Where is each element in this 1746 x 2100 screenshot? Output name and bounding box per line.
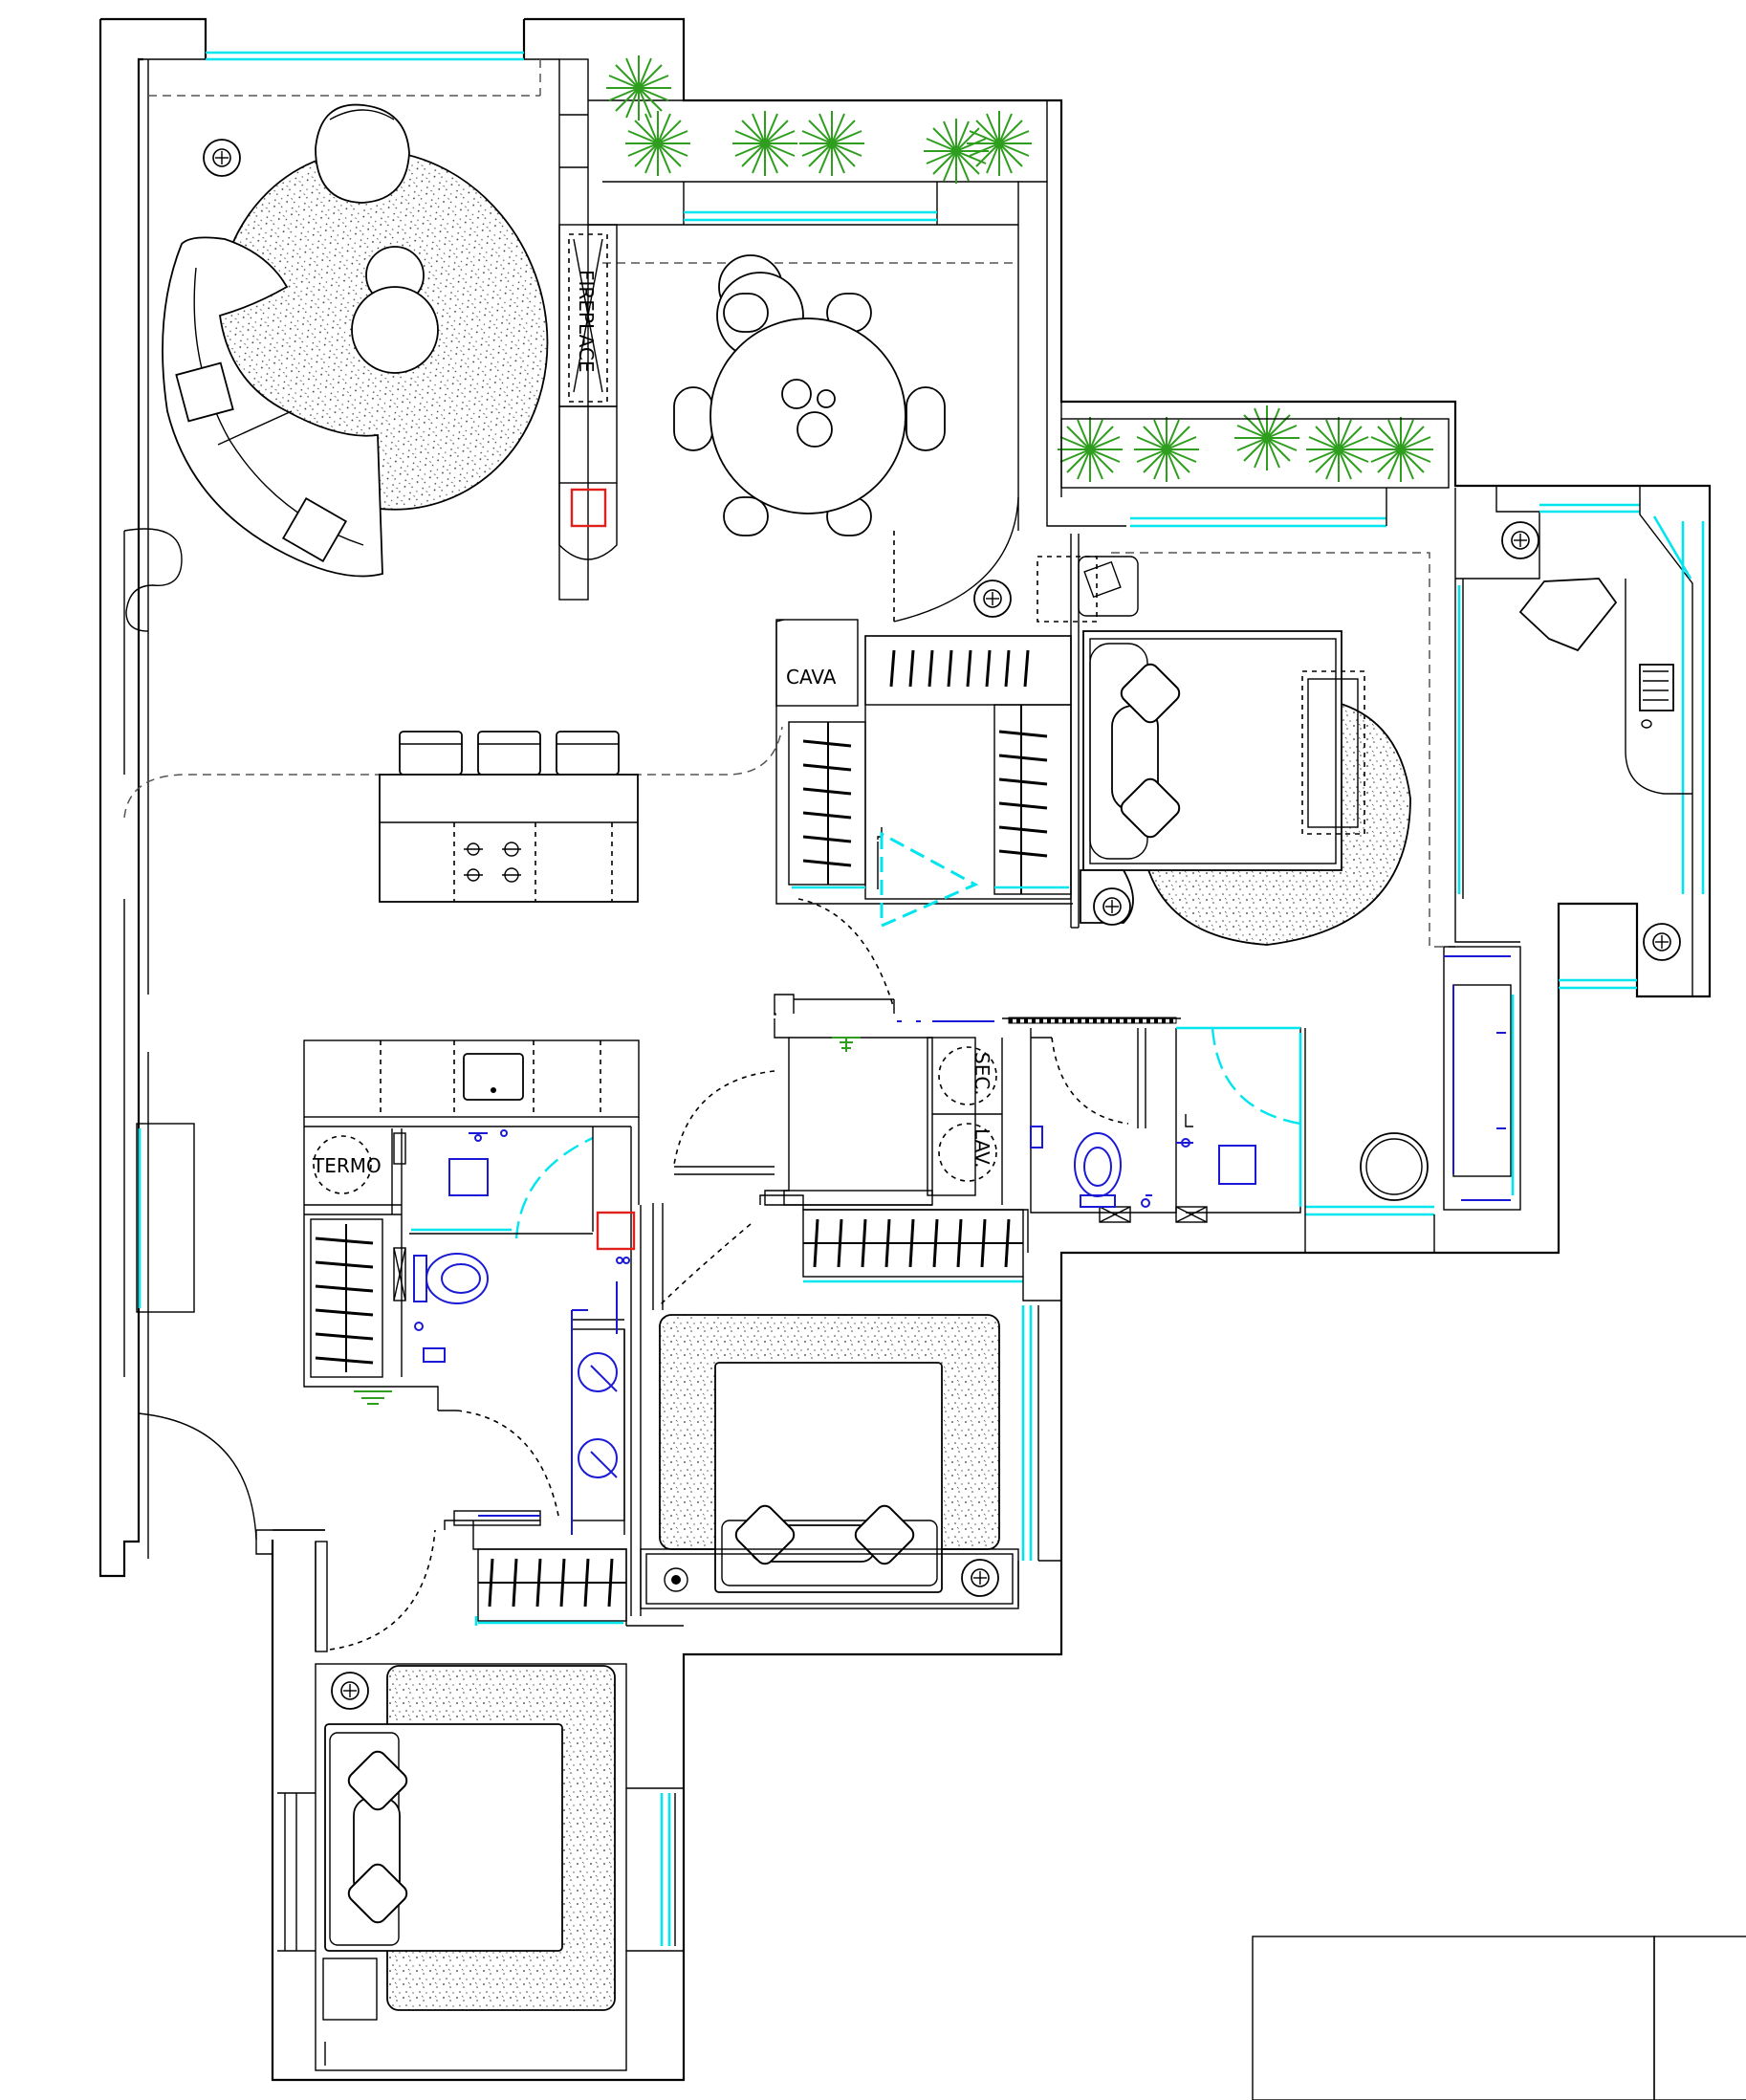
laptop-icon xyxy=(1639,664,1674,729)
right-terrace xyxy=(1046,402,1456,579)
desk-chair xyxy=(1518,578,1618,652)
hall-bathroom: TERMO xyxy=(303,1039,640,1535)
termo-label: TERMO xyxy=(312,1154,382,1177)
lav-label: LAV. xyxy=(971,1128,993,1168)
bedroom-2 xyxy=(630,1191,1061,1616)
walk-in-closet: CAVA xyxy=(775,619,1073,1010)
cooktop-icon xyxy=(464,842,521,883)
kitchen-island xyxy=(123,726,783,903)
cava-label: CAVA xyxy=(786,666,837,689)
outlet-icon xyxy=(973,580,1012,618)
bedroom-3 xyxy=(272,1510,684,2080)
living-room xyxy=(162,103,549,578)
exterior-walls xyxy=(98,17,1712,2082)
round-tub xyxy=(1360,1132,1429,1201)
dining-area xyxy=(673,254,1019,623)
laundry-room: SEC. LAV. xyxy=(673,994,1003,1206)
curved-sofa xyxy=(162,236,383,578)
fireplace-label: FIREPLACE xyxy=(575,270,598,373)
toilet-icon xyxy=(413,1253,489,1304)
outlet-icon xyxy=(961,1559,999,1597)
sec-label: SEC. xyxy=(971,1052,993,1096)
armchair xyxy=(315,103,410,204)
light-fixture xyxy=(354,1390,392,1405)
kitchen-sink xyxy=(463,1053,524,1101)
master-bedroom xyxy=(1037,534,1455,948)
sink-icon xyxy=(578,1352,618,1478)
wardrobe-2 xyxy=(659,1194,1061,1306)
light-fixture xyxy=(832,1037,861,1052)
outlet-icon xyxy=(1501,521,1539,559)
outlet-icon xyxy=(1643,923,1681,961)
fireplace: FIREPLACE xyxy=(558,224,618,560)
entry-door xyxy=(138,1412,325,1555)
hangers xyxy=(802,649,1048,867)
guest-bath xyxy=(897,1017,1302,1223)
master-bathroom xyxy=(1304,904,1521,1253)
outlet-icon xyxy=(203,139,241,177)
outlet-icon xyxy=(331,1672,369,1710)
top-terrace xyxy=(558,55,1434,601)
outlet-icon xyxy=(664,1567,688,1592)
title-block xyxy=(1252,1936,1746,2100)
outlet-icon xyxy=(1093,887,1131,926)
downlights xyxy=(1008,1017,1177,1024)
toilet-icon xyxy=(1074,1132,1122,1208)
study-room xyxy=(1454,486,1705,996)
fire-alarm xyxy=(570,488,607,528)
